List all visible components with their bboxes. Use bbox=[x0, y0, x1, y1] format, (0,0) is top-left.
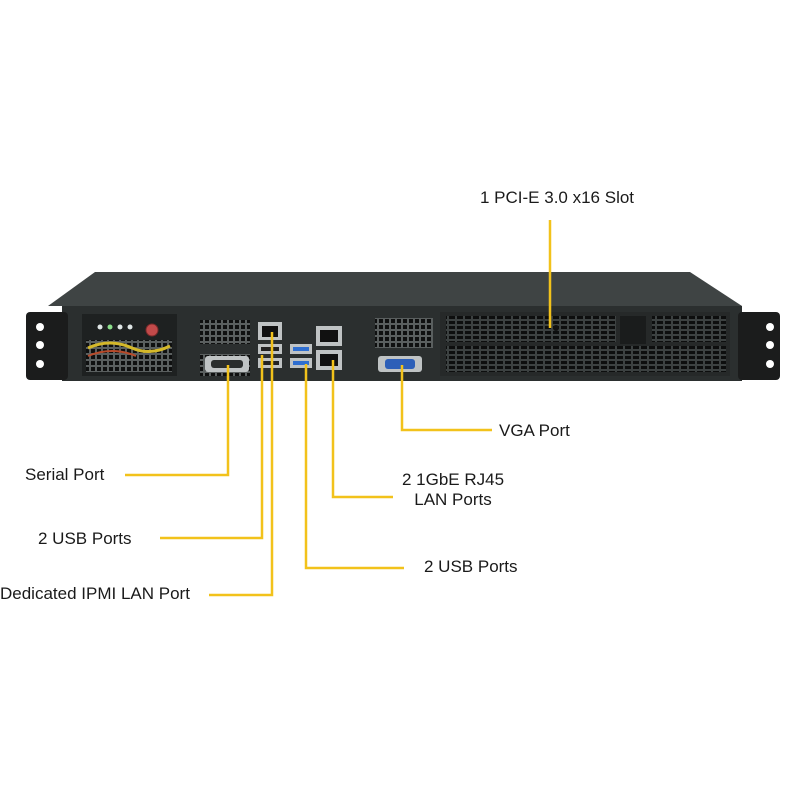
pcie-expansion-area bbox=[440, 312, 730, 376]
status-led-icon bbox=[107, 324, 113, 330]
status-led-icon bbox=[97, 324, 103, 330]
usb-stack-left bbox=[258, 344, 282, 368]
status-led-icon bbox=[127, 324, 133, 330]
leader-lines bbox=[125, 220, 552, 597]
power-button-icon bbox=[145, 323, 159, 337]
chassis-top bbox=[48, 272, 742, 306]
leader-line-lan bbox=[331, 360, 393, 499]
leader-line-usb-left bbox=[160, 355, 264, 540]
leader-line-usb-right bbox=[304, 364, 404, 570]
callout-serial: Serial Port bbox=[25, 465, 105, 484]
io-vent-left bbox=[200, 320, 250, 344]
callout-usb-left: 2 USB Ports bbox=[38, 529, 132, 548]
usb-stack-right bbox=[290, 344, 312, 368]
leader-line-serial bbox=[125, 365, 230, 477]
status-led-icon bbox=[117, 324, 123, 330]
left-rack-handle bbox=[26, 312, 68, 380]
callout-lan: 2 1GbE RJ45 LAN Ports bbox=[398, 470, 508, 510]
serial-port-connector bbox=[205, 356, 249, 372]
callout-lan-line2: LAN Ports bbox=[414, 490, 492, 509]
callout-ipmi: Dedicated IPMI LAN Port bbox=[0, 584, 190, 603]
vga-port-connector bbox=[378, 356, 422, 372]
power-supply-module bbox=[82, 314, 177, 376]
leader-line-ipmi bbox=[209, 332, 274, 597]
leader-line-vga bbox=[400, 365, 492, 432]
callout-usb-right: 2 USB Ports bbox=[424, 557, 518, 576]
callout-lan-line1: 2 1GbE RJ45 bbox=[401, 470, 505, 489]
callout-vga: VGA Port bbox=[499, 421, 570, 440]
io-vent-middle bbox=[375, 318, 433, 348]
dual-lan-connectors bbox=[316, 326, 342, 370]
ipmi-lan-connector bbox=[258, 322, 282, 340]
right-rack-handle bbox=[738, 312, 780, 380]
callout-pcie: 1 PCI-E 3.0 x16 Slot bbox=[480, 188, 635, 207]
